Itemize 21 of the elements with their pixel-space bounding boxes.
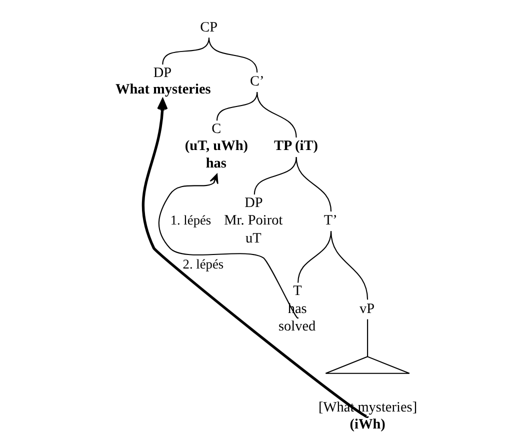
node-text: DP Mr. Poirot uT	[224, 194, 283, 246]
node-text: DP What mysteries	[115, 64, 211, 98]
arrow	[142, 98, 368, 418]
arrow	[158, 174, 298, 318]
node-triangle	[325, 356, 410, 374]
edge-label: 1. lépés	[170, 212, 212, 228]
node-text: vP	[360, 300, 375, 317]
connector	[208, 38, 258, 73]
connector	[296, 157, 332, 212]
node-text: T’	[324, 212, 338, 229]
connector	[256, 92, 297, 138]
node-text: C (uT, uWh) has	[184, 120, 248, 172]
node-text: CP	[200, 19, 218, 36]
connector	[254, 157, 297, 195]
edge-label: 2. lépés	[182, 256, 224, 272]
connector	[162, 38, 210, 65]
node-text: C’	[250, 74, 264, 90]
connector	[367, 319, 368, 357]
connector	[330, 231, 368, 300]
connector	[216, 92, 258, 121]
node-text: TP (iT)	[274, 138, 318, 154]
